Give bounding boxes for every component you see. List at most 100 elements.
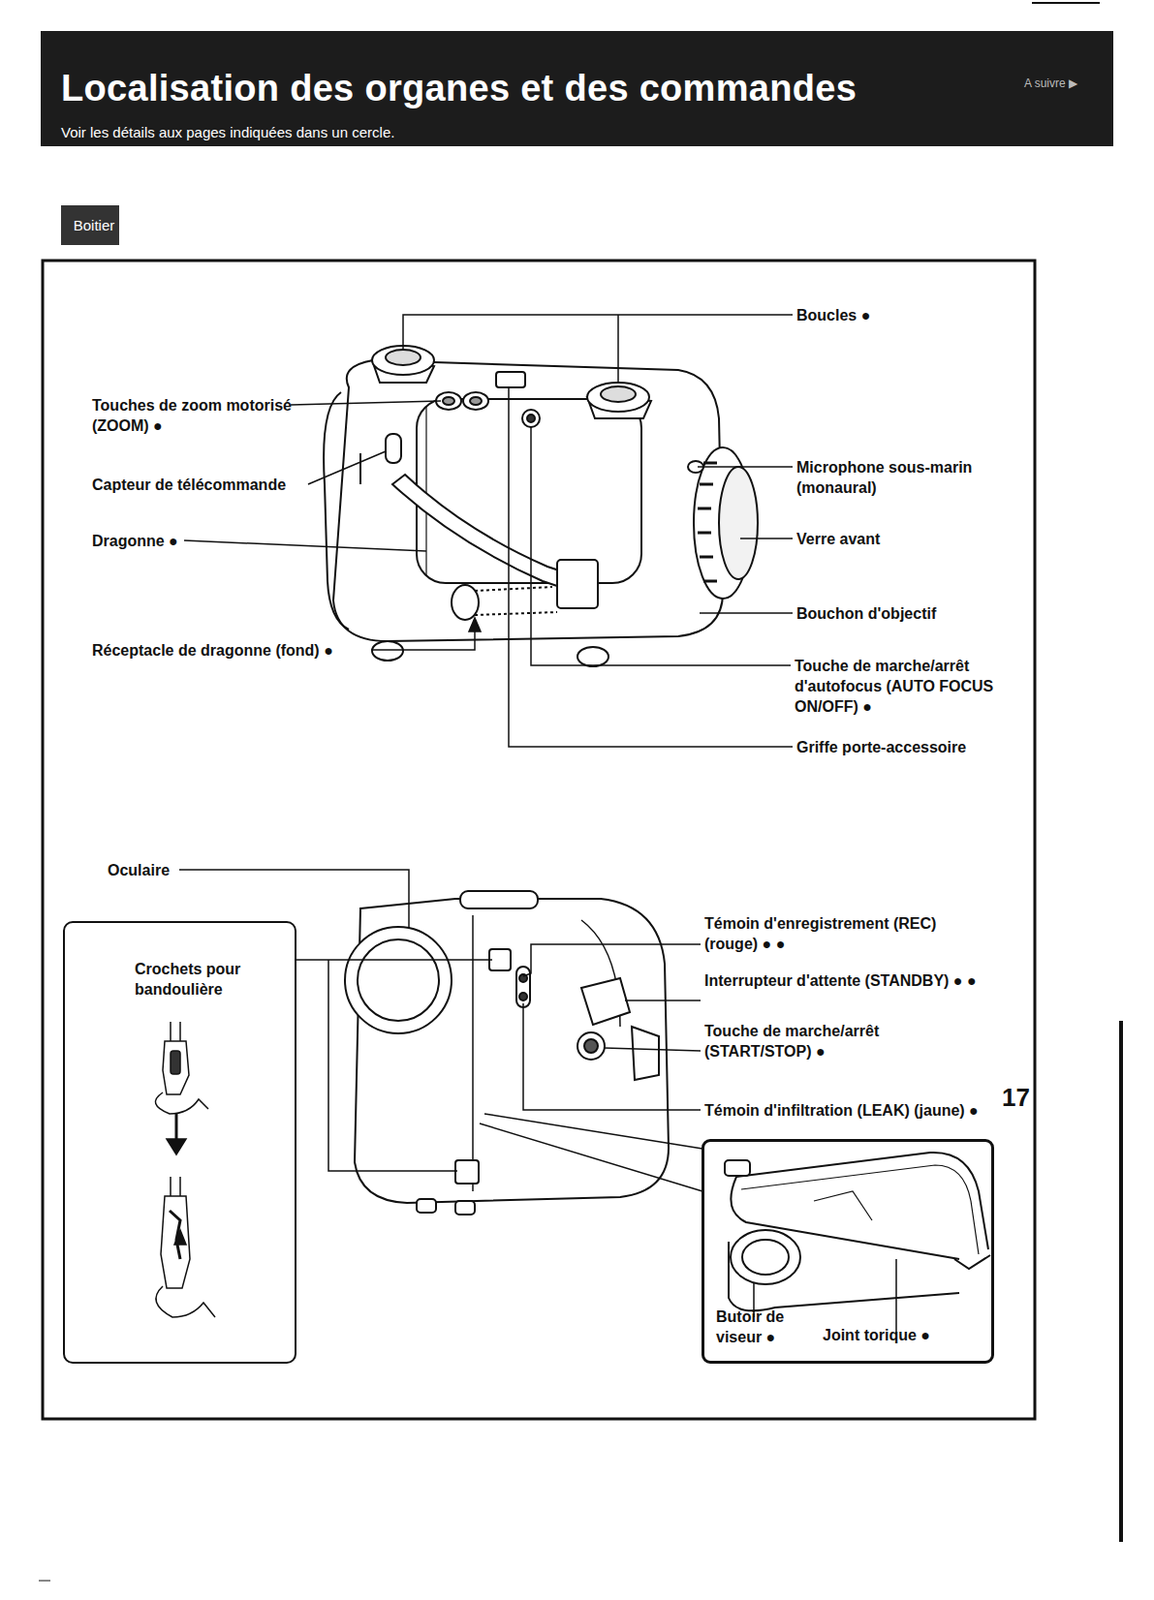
inset-illustration-part [742,1240,789,1276]
housing-top-view-part [463,392,489,410]
subtitle: Voir les détails aux pages indiquées dan… [61,123,740,143]
part-label: Témoin d'enregistrement (REC) (rouge) ● … [704,913,974,955]
part-label: Touche de marche/arrêt d'autofocus (AUTO… [794,655,1016,718]
inset-illustration-part [813,1191,873,1221]
housing-top-view-part [451,585,479,621]
part-label: Capteur de télécommande [92,474,344,496]
leader-lines-part [290,401,441,406]
part-label: Griffe porte-accessoire [796,737,1030,758]
leader-lines-part [479,1114,703,1192]
page-number: 17 [1001,1083,1061,1114]
part-label: Joint torique ● [822,1325,988,1346]
part-label: Boucles ● [796,305,991,326]
part-label: Microphone sous-marin (monaural) [796,457,996,499]
leader-lines-part [523,944,701,977]
leader-lines-part [624,999,701,1002]
housing-top-view-part [359,453,362,485]
leader-lines-part [740,537,793,540]
housing-back-view-part [489,949,511,971]
strap-hook-sketch-part [166,1139,187,1155]
leader-lines [179,314,897,1336]
housing-top-view-part [385,434,402,464]
inset-illustration [702,1140,994,1364]
page-rules-part [1119,1021,1123,1543]
housing-top-view-part [469,397,482,406]
housing-top-view-part [474,587,558,616]
part-label: Touche de marche/arrêt (START/STOP) ● [704,1021,910,1062]
housing-top-view-part [323,392,349,630]
housing-top-view-part [577,647,609,667]
section-tab: Boitier [61,205,120,246]
leader-lines-part [371,624,475,651]
strap-hook-sketch-part [155,1092,209,1115]
continued-note: A suivre ▶ [1024,75,1112,93]
strap-hook-sketch-part [155,1286,216,1318]
housing-back-view-part [344,927,452,1034]
leader-lines-part [296,960,493,1172]
part-label: Dragonne ● [92,530,286,552]
page-rules-part [1031,1,1100,4]
inset-illustration-part [702,1140,994,1364]
housing-back-view-part [460,891,538,909]
inset-illustration-part [730,1230,801,1285]
housing-top-view-part [522,409,540,428]
part-label: Boitier [64,215,124,236]
housing-top-view-part [587,382,650,412]
housing-back-view-part [357,939,439,1022]
page-rules-part [38,1581,51,1583]
leader-lines-part [308,451,386,485]
leader-lines-part [697,466,793,468]
housing-top-view-part [372,345,435,375]
housing-top-view [323,345,758,667]
housing-back-view-part [416,1199,437,1214]
part-label: Oculaire [107,860,205,881]
inset-illustration-part [728,1242,960,1311]
housing-back-view-part [519,993,528,1001]
part-label: Réceptacle de dragonne (fond) ● [92,640,383,661]
housing-top-view-part [385,349,421,366]
housing-top-view-part [416,399,642,584]
part-label: Témoin d'infiltration (LEAK) (jaune) ● [704,1100,1034,1122]
housing-back-view-part [455,1201,475,1216]
strap-hook-sketch-part [170,1177,181,1197]
strap-hook-sketch-part [174,1230,187,1246]
housing-top-view-part [442,397,455,406]
part-label: Interrupteur d'attente (STANDBY) ● ● [704,970,988,992]
housing-top-view-part [372,641,404,661]
leader-lines-part [179,870,409,929]
housing-back-view-part [577,1032,605,1061]
strap-hook-sketch-part [160,1196,190,1289]
leader-lines-part [604,1048,701,1052]
housing-back-view-part [584,1039,598,1054]
part-label: Butoir de viseur ● [716,1307,804,1348]
housing-back-view-part [631,1027,659,1081]
strap-hook-sketch-part [170,1051,181,1075]
inset-illustration-part [724,1160,750,1177]
part-label: Crochets pour bandoulière [134,959,271,1000]
part-label: Verre avant [796,529,991,550]
housing-top-view-part [557,560,598,609]
housing-top-view-part [496,372,526,388]
strap-hook-sketch [155,1022,216,1318]
page-rules [38,2,1122,1582]
housing-top-view-part [600,386,636,403]
strap-hook-sketch-part [162,1041,189,1095]
housing-top-view-part [392,474,577,592]
page-title: Localisation des organes et des commande… [61,67,857,110]
housing-back-view-part [581,978,630,1026]
housing-top-view-part [718,467,758,580]
housing-top-view-part [697,463,718,582]
housing-back-view-part [455,1160,479,1185]
part-label: Bouchon d'objectif [796,603,1010,624]
leader-lines-part [508,387,793,748]
housing-back-view-part [472,915,621,1192]
housing-top-view-part [527,414,535,423]
inset-box: Butoir de viseur ● Joint torique ● [702,1140,994,1364]
inset-box: Crochets pour bandoulière [62,921,297,1365]
leader-lines-part [403,314,793,384]
housing-back-view-part [516,966,531,1008]
inset-illustration-part [954,1255,991,1270]
leader-lines-part [699,612,793,615]
